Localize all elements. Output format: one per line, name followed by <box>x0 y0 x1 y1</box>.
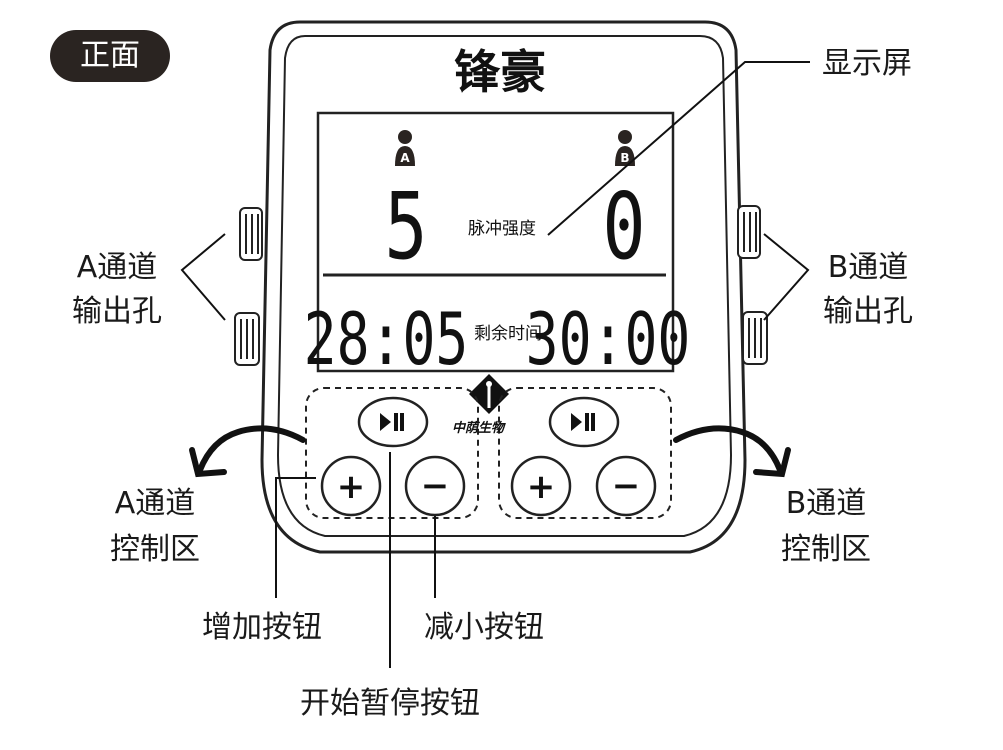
callout-a-control-line2: 控制区 <box>110 532 200 567</box>
b-output-leader <box>763 233 810 321</box>
callout-start-pause-button: 开始暂停按钮 <box>300 686 480 721</box>
a-control-zone <box>305 387 479 519</box>
callout-increase-button: 增加按钮 <box>202 610 322 645</box>
a-increase-hotspot[interactable] <box>322 457 380 515</box>
b-increase-hotspot[interactable] <box>512 457 570 515</box>
a-play-pause-hotspot[interactable] <box>359 398 427 446</box>
a-play-pause-icon <box>380 413 404 431</box>
b-plus-button <box>510 455 572 517</box>
b-play-pause-icon <box>571 413 595 431</box>
a-play-pause-button <box>357 396 429 448</box>
b-minus-button <box>595 455 657 517</box>
display-screen-leader <box>547 61 810 236</box>
callout-b-control-line1: B通道 <box>785 486 867 521</box>
a-minus-symbol: − <box>421 466 450 506</box>
a-plus-symbol: + <box>337 467 366 507</box>
intensity-label: 脉冲强度 <box>468 219 536 239</box>
a-minus-button <box>404 455 466 517</box>
b-control-zone <box>498 387 672 519</box>
b-decrease-hotspot[interactable] <box>597 457 655 515</box>
callout-b-output-line2: 输出孔 <box>823 294 913 329</box>
b-control-arrow <box>673 425 791 478</box>
callout-decrease-button: 减小按钮 <box>424 610 544 645</box>
channel-b-person-icon <box>615 130 635 166</box>
logo-text: 中荫生物 <box>452 421 505 436</box>
remaining-time-label: 剩余时间 <box>474 324 542 344</box>
channel-a-person-icon <box>395 130 415 166</box>
a-output-leader <box>180 233 226 321</box>
a-decrease-hotspot[interactable] <box>406 457 464 515</box>
device-brand-name: 锋豪 <box>454 45 546 99</box>
device-inner-shell <box>276 35 733 537</box>
callout-a-output-line1: A通道 <box>76 250 158 285</box>
increase-leader <box>275 477 316 598</box>
intensity-a-value: 5 <box>384 173 427 280</box>
a-output-port-top <box>239 207 263 261</box>
a-output-port-bottom <box>234 312 260 366</box>
callout-b-control-line2: 控制区 <box>781 532 871 567</box>
channel-b-letter: B <box>620 151 629 165</box>
callout-a-output-line2: 输出孔 <box>72 294 162 329</box>
front-view-badge: 正面 <box>50 30 170 82</box>
b-output-port-top <box>737 205 761 259</box>
intensity-b-value: 0 <box>602 173 645 280</box>
b-plus-symbol: + <box>527 467 556 507</box>
b-minus-symbol: − <box>612 466 641 506</box>
callout-b-output-line1: B通道 <box>827 250 909 285</box>
callout-display-screen: 显示屏 <box>822 46 912 81</box>
brand-logo-icon <box>469 374 509 414</box>
channel-a-letter: A <box>400 151 410 165</box>
time-b-value: 30:00 <box>526 299 691 382</box>
b-output-port-bottom <box>742 311 768 365</box>
time-a-value: 28:05 <box>304 299 469 382</box>
b-play-pause-button <box>548 396 620 448</box>
a-plus-button <box>320 455 382 517</box>
a-control-arrow <box>189 425 306 478</box>
b-play-pause-hotspot[interactable] <box>550 398 618 446</box>
callout-a-control-line1: A通道 <box>114 486 196 521</box>
lcd-display <box>316 111 675 373</box>
